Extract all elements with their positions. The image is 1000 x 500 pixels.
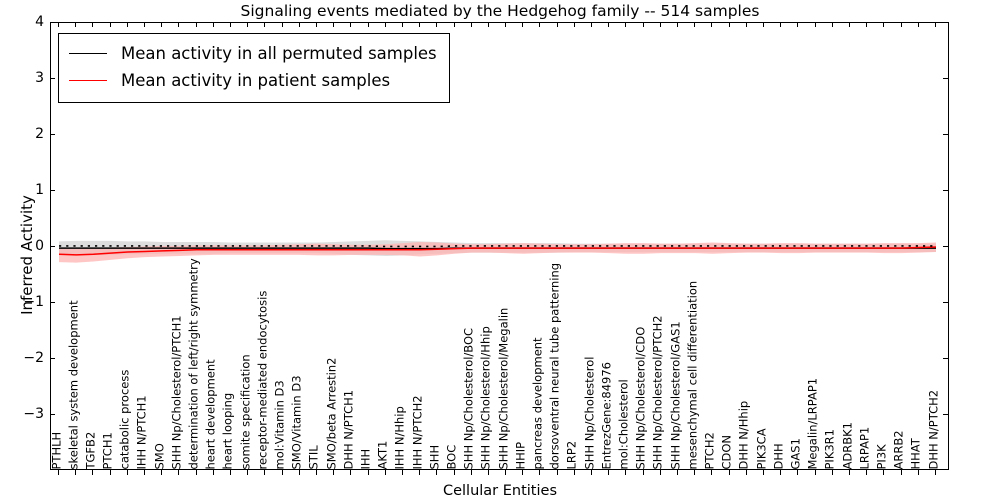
x-tick-label: CDON [719, 434, 734, 469]
x-tick-label: PTHLH [49, 431, 63, 469]
x-tick-label: SHH [427, 444, 442, 469]
x-tick-label: SMO/beta Arrestin2 [324, 357, 339, 469]
x-tick-label: BOC [444, 444, 459, 469]
x-tick-label: AKT1 [375, 440, 390, 469]
x-tick-label: SHH Np/Cholesterol/BOC [461, 327, 476, 469]
x-tick-label: skeletal system development [66, 299, 81, 469]
x-tick-label: IHH N/PTCH2 [410, 394, 425, 469]
x-tick-label: SHH Np/Cholesterol/Hhip [478, 325, 493, 469]
series-line [58, 246, 937, 256]
x-tick-label: dorsoventral neural tube patterning [547, 262, 562, 469]
x-tick-label: SHH Np/Cholesterol/GAS1 [668, 320, 683, 469]
x-tick-label: PIK3CA [754, 427, 769, 469]
legend-item[interactable]: Mean activity in all permuted samples [69, 40, 437, 67]
y-tick-mark-right [943, 246, 948, 247]
x-tick-label: IHH N/PTCH1 [134, 394, 149, 469]
x-tick-label: heart looping [220, 392, 235, 469]
x-tick-label: SHH Np/Cholesterol [582, 356, 597, 469]
y-tick-mark [50, 134, 55, 135]
x-tick-label: SHH Np/Cholesterol/PTCH1 [169, 314, 184, 469]
y-tick-mark-right [943, 358, 948, 359]
x-tick-label: TGFB2 [83, 431, 98, 469]
x-tick-label: HHIP [513, 441, 528, 469]
permuted-marker-dots [59, 245, 936, 248]
y-tick-mark [50, 302, 55, 303]
y-tick-mark-right [943, 78, 948, 79]
confidence-band [59, 241, 936, 263]
x-tick-label: LRPAP1 [857, 426, 872, 469]
x-tick-label: heart development [203, 358, 218, 469]
x-tick-label: Megalin/LRPAP1 [805, 377, 820, 469]
x-tick-label: mesenchymal cell differentiation [685, 280, 700, 469]
y-tick-mark-right [943, 134, 948, 135]
legend-label-permuted: Mean activity in all permuted samples [121, 44, 437, 63]
x-tick-label: IHH N/Hhip [392, 405, 407, 469]
x-tick-label: PIK3R1 [822, 428, 837, 470]
x-tick-label: DHH [771, 442, 786, 469]
x-tick-label: EntrezGene:84976 [599, 361, 614, 469]
chart-legend: Mean activity in all permuted samples Me… [58, 33, 450, 103]
x-tick-label: SMO/Vitamin D3 [289, 374, 304, 469]
y-tick-label: −1 [23, 294, 44, 310]
x-tick-label: pancreas development [530, 336, 545, 469]
y-tick-mark [50, 22, 55, 23]
x-tick-label: ADRBK1 [840, 421, 855, 469]
x-tick-label: mol:Vitamin D3 [272, 379, 287, 469]
x-tick-label: ARRB2 [891, 429, 906, 469]
x-tick-label: GAS1 [788, 437, 803, 469]
y-tick-mark-right [943, 22, 948, 23]
legend-label-patient: Mean activity in patient samples [121, 71, 391, 90]
y-tick-label: 4 [35, 14, 44, 30]
y-tick-label: 3 [35, 70, 44, 86]
x-axis-label: Cellular Entities [442, 483, 558, 499]
x-tick-label: mol:Cholesterol [616, 378, 631, 469]
x-tick-label: PI3K [874, 443, 889, 469]
x-tick-label: catabolic process [117, 369, 132, 469]
y-tick-mark-right [943, 302, 948, 303]
x-tick-label: receptor-mediated endocytosis [255, 290, 270, 469]
legend-line-swatch-permuted [69, 53, 107, 54]
x-tick-label: determination of left/right symmetry [186, 257, 201, 469]
y-tick-label: −2 [23, 350, 44, 366]
y-tick-mark-right [943, 414, 948, 415]
x-tick-label: SMO [152, 442, 167, 469]
y-tick-mark-right [943, 190, 948, 191]
legend-line-swatch-patient [69, 80, 107, 81]
x-tick-label: IHH [358, 448, 373, 469]
x-tick-label: SHH Np/Cholesterol/Megalin [496, 307, 511, 469]
x-tick-label: HHAT [908, 437, 923, 469]
y-tick-label: 2 [35, 126, 44, 142]
x-tick-label: SHH Np/Cholesterol/PTCH2 [650, 314, 665, 469]
x-tick-label: SHH Np/Cholesterol/CDO [633, 326, 648, 469]
x-tick-label: DHH N/Hhip [736, 400, 751, 469]
x-tick-label: STIL [306, 444, 321, 469]
y-tick-mark [50, 190, 55, 191]
x-tick-label: PTCH2 [702, 431, 717, 469]
y-tick-label: 0 [35, 238, 44, 254]
legend-item[interactable]: Mean activity in patient samples [69, 67, 437, 94]
y-tick-mark [50, 246, 55, 247]
y-tick-mark [50, 414, 55, 415]
x-tick-label: DHH N/PTCH2 [926, 389, 940, 469]
y-tick-label: 1 [35, 182, 44, 198]
y-tick-mark [50, 78, 55, 79]
chart-title: Signaling events mediated by the Hedgeho… [240, 2, 760, 20]
x-tick-label: DHH N/PTCH1 [341, 389, 356, 469]
y-tick-mark [50, 358, 55, 359]
x-tick-label: PTCH1 [100, 431, 115, 469]
plot-svg [58, 240, 937, 263]
y-axis-tick-labels: −3 −2 −1 0 1 2 3 4 [0, 0, 44, 500]
x-tick-label: LRP2 [564, 440, 579, 469]
x-tick-label: somite specification [238, 353, 253, 469]
y-tick-label: −3 [23, 406, 44, 422]
